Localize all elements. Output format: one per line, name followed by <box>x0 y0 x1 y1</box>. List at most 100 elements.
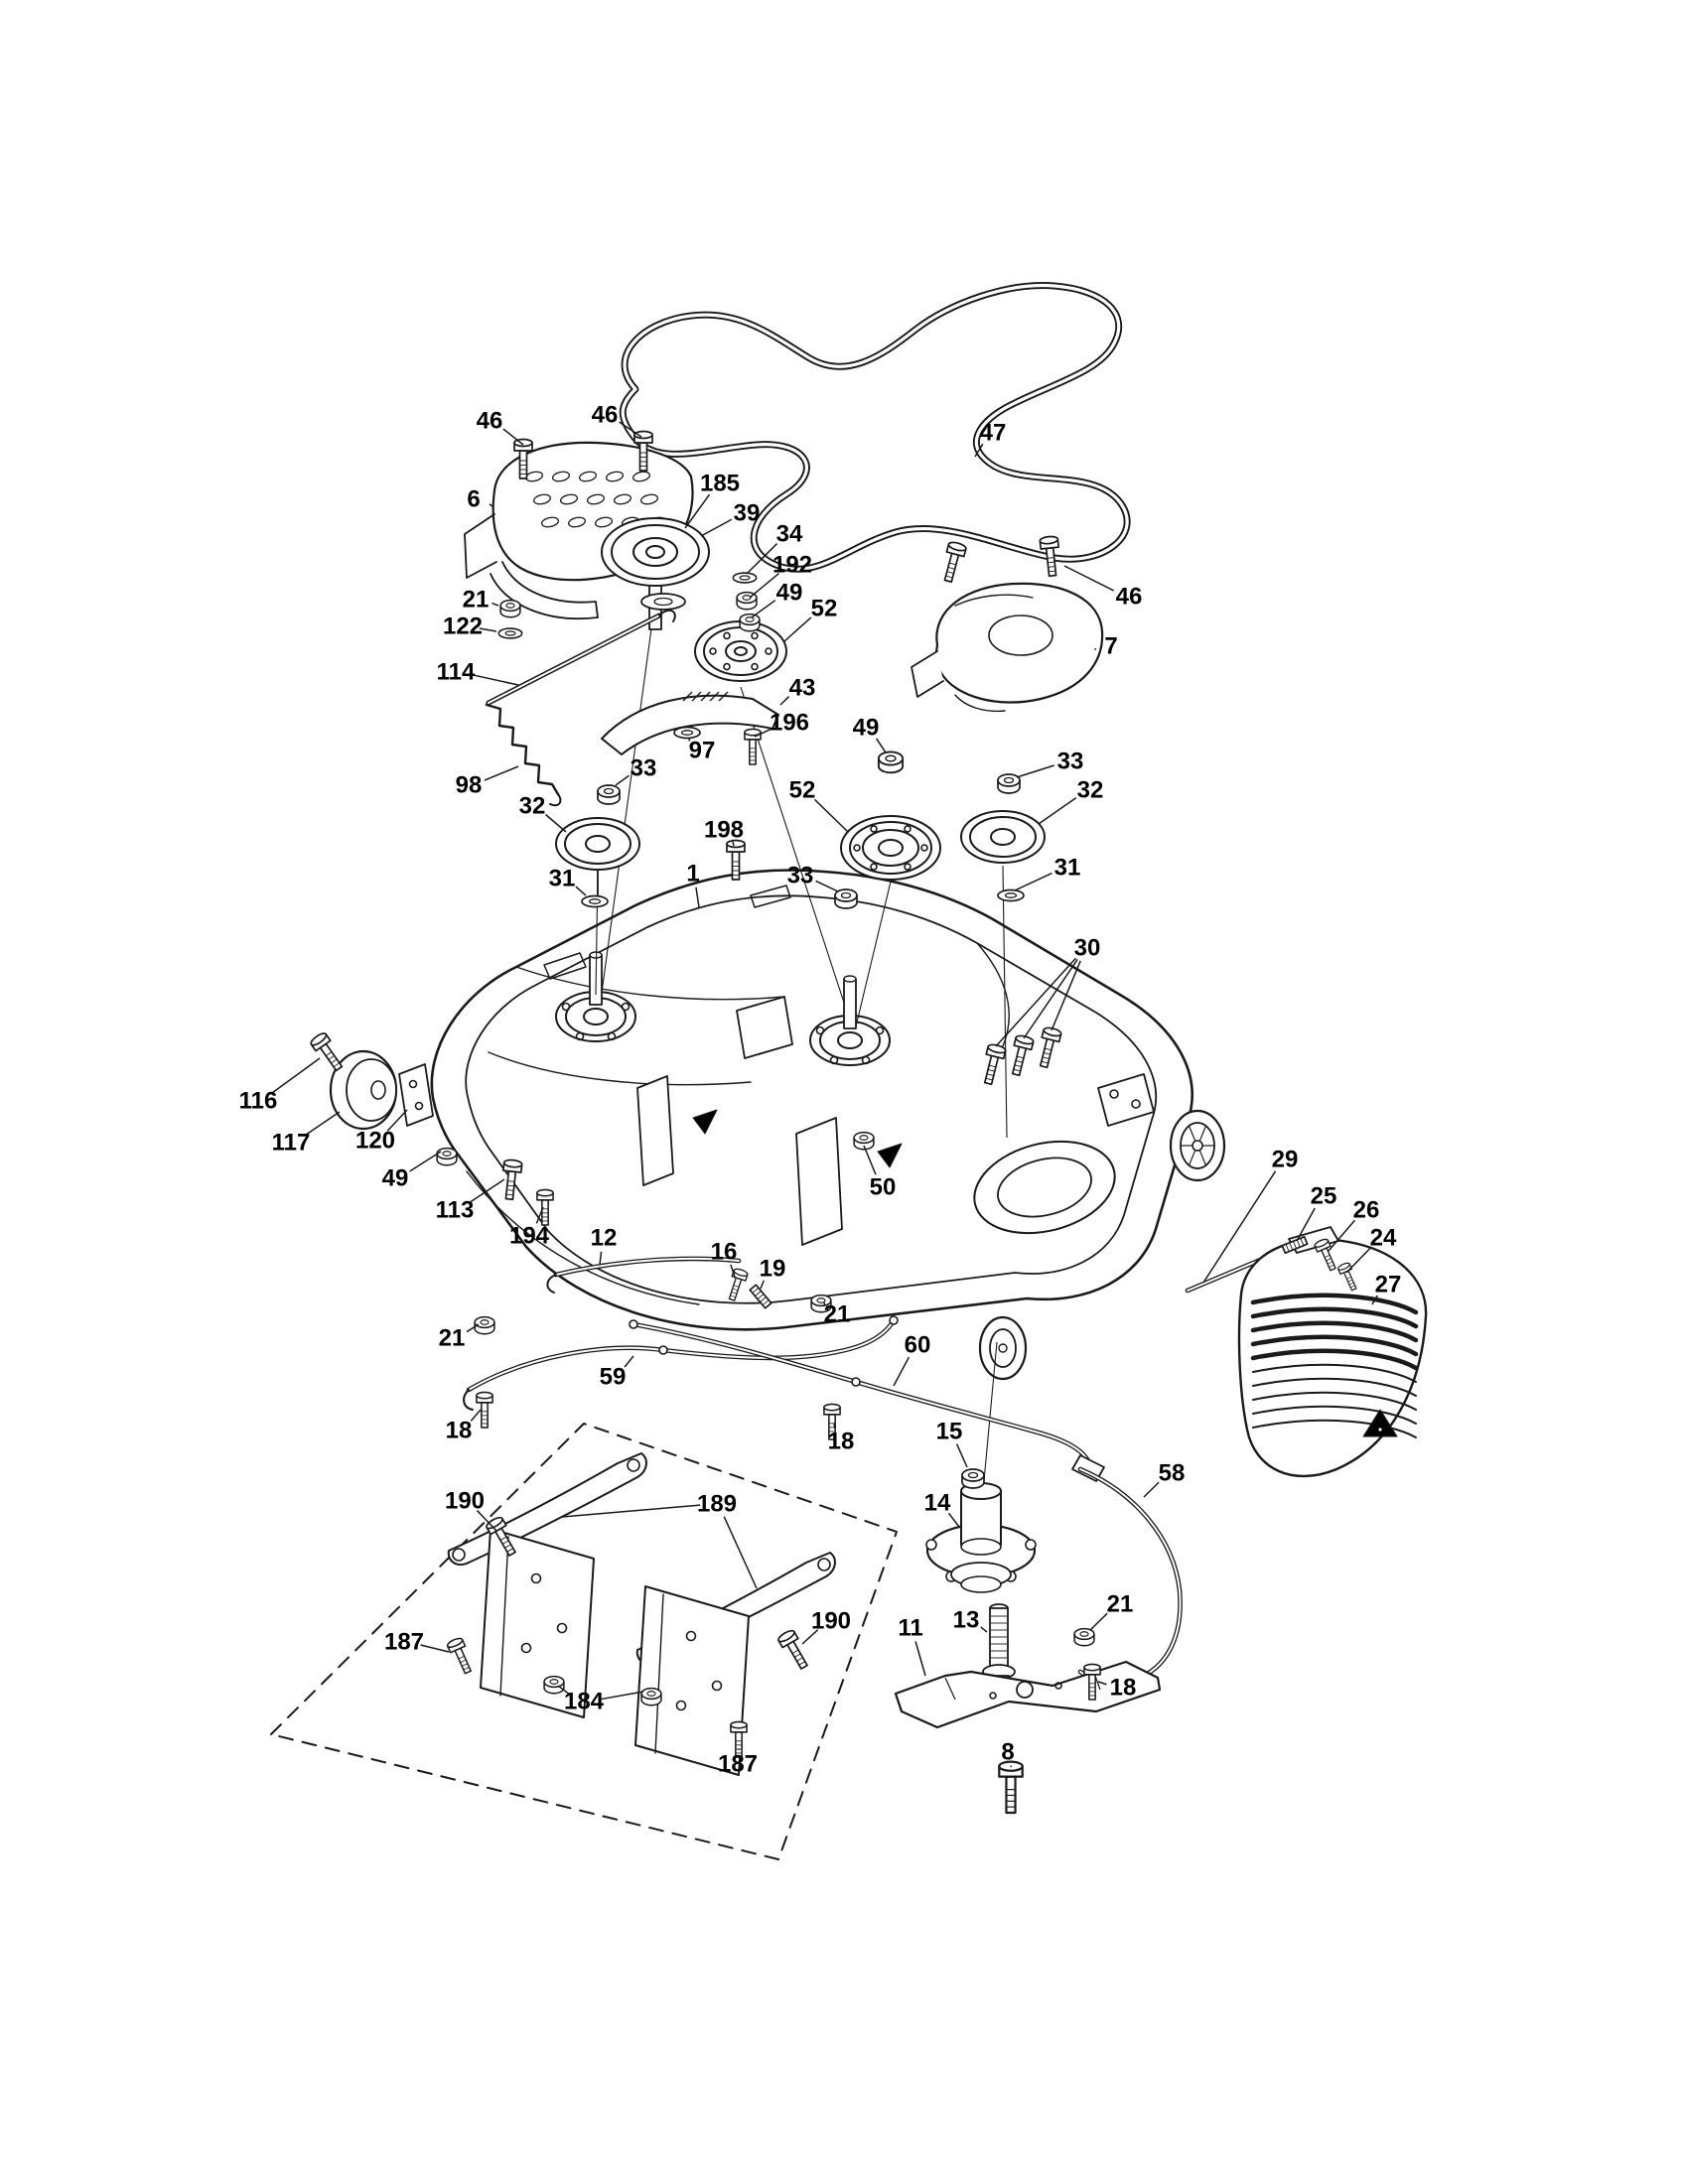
hex-bolt-icon <box>446 1637 472 1675</box>
part-label-59: 59 <box>600 1364 627 1391</box>
part-label-30: 30 <box>1074 935 1101 962</box>
part-label-43: 43 <box>789 675 816 702</box>
leader-line <box>746 543 778 575</box>
part-label-120: 120 <box>355 1128 395 1155</box>
leader-line <box>1063 565 1114 592</box>
leader-line <box>561 1504 701 1518</box>
leader-line <box>980 1626 988 1633</box>
leader-line <box>599 1251 603 1266</box>
leader-line <box>1016 764 1054 778</box>
leader-line <box>271 1057 321 1094</box>
part-label-198: 198 <box>704 817 744 844</box>
leader-line <box>545 813 567 833</box>
leader-line <box>1038 797 1077 825</box>
upper-pulleys <box>601 517 787 682</box>
hex-nut-icon <box>997 773 1021 794</box>
hex-bolt-icon <box>633 430 653 472</box>
hex-bolt-icon <box>823 1403 841 1440</box>
leader-line <box>619 421 642 438</box>
flat-washer-icon <box>581 894 609 908</box>
leader-line <box>557 1685 570 1696</box>
part-label-113: 113 <box>436 1197 475 1224</box>
leader-line <box>1143 1481 1160 1498</box>
leader-line <box>489 503 493 507</box>
hex-nut-icon <box>961 1468 985 1489</box>
leader-line <box>760 1280 765 1290</box>
hex-bolt-icon <box>476 1391 493 1429</box>
hex-bolt-icon <box>536 1188 554 1226</box>
leader-line <box>624 1355 634 1368</box>
hex-bolt-icon <box>486 1516 516 1557</box>
leader-line <box>815 880 839 892</box>
leader-line <box>833 1423 836 1430</box>
part-label-114: 114 <box>437 659 476 686</box>
part-label-190: 190 <box>445 1488 485 1515</box>
part-label-8: 8 <box>1001 1739 1014 1766</box>
part-label-21: 21 <box>439 1325 466 1352</box>
leader-line <box>688 738 691 742</box>
leader-line <box>814 798 849 833</box>
leader-line <box>1202 1170 1277 1284</box>
leader-line <box>875 738 887 753</box>
part-label-21: 21 <box>824 1301 851 1328</box>
leader-line <box>1097 1681 1107 1686</box>
leader-line <box>684 493 711 529</box>
part-label-98: 98 <box>456 772 483 799</box>
part-label-47: 47 <box>980 420 1007 447</box>
hex-bolt-icon <box>998 1760 1024 1815</box>
part-label-18: 18 <box>828 1429 855 1455</box>
hex-bolt-icon <box>1083 1663 1101 1701</box>
part-label-46: 46 <box>592 402 619 429</box>
part-label-13: 13 <box>953 1607 980 1634</box>
part-label-31: 31 <box>549 866 576 892</box>
part-label-18: 18 <box>446 1418 473 1444</box>
part-label-49: 49 <box>382 1165 409 1192</box>
drive-belt-47 <box>619 282 1131 573</box>
hex-bolt-icon <box>1039 1026 1062 1069</box>
leader-line <box>749 572 779 599</box>
hex-nut-icon <box>736 591 758 611</box>
hex-bolt-icon <box>1039 535 1059 578</box>
part-label-31: 31 <box>1054 855 1081 882</box>
leader-line <box>863 1145 877 1175</box>
part-label-29: 29 <box>1272 1147 1299 1173</box>
leader-line <box>1089 1612 1108 1631</box>
part-label-187: 187 <box>718 1751 758 1778</box>
part-label-12: 12 <box>591 1225 618 1252</box>
leader-line <box>575 886 587 896</box>
part-label-15: 15 <box>936 1419 963 1445</box>
leader-line <box>304 1111 341 1137</box>
part-label-187: 187 <box>384 1629 424 1656</box>
part-label-49: 49 <box>853 715 880 742</box>
part-label-46: 46 <box>1116 584 1143 611</box>
part-label-184: 184 <box>564 1689 605 1715</box>
hex-bolt-icon <box>777 1629 808 1670</box>
part-label-33: 33 <box>787 863 814 889</box>
hex-nut-icon <box>877 751 905 774</box>
part-label-52: 52 <box>789 777 816 804</box>
leader-line <box>723 1516 758 1589</box>
flat-washer-icon <box>732 572 758 584</box>
leader-line <box>476 1510 497 1532</box>
leader-line <box>700 518 733 537</box>
part-label-194: 194 <box>509 1223 550 1250</box>
part-label-185: 185 <box>700 471 740 497</box>
leader-line <box>914 1641 926 1677</box>
part-label-39: 39 <box>734 500 761 527</box>
hex-bolt-icon <box>744 728 762 765</box>
leader-line <box>730 1264 736 1278</box>
part-label-97: 97 <box>689 738 716 764</box>
leader-line <box>470 1409 482 1422</box>
part-label-25: 25 <box>1311 1183 1337 1210</box>
part-label-33: 33 <box>631 755 657 782</box>
hex-nut-icon <box>597 784 621 805</box>
hex-nut-icon <box>436 1147 458 1166</box>
mandrel-cover-7 <box>911 582 1104 713</box>
leader-line <box>695 887 700 908</box>
hex-nut-icon <box>499 599 521 618</box>
idler-pulleys <box>555 810 1046 895</box>
hex-nut-icon <box>1073 1627 1095 1647</box>
part-label-49: 49 <box>776 580 803 607</box>
